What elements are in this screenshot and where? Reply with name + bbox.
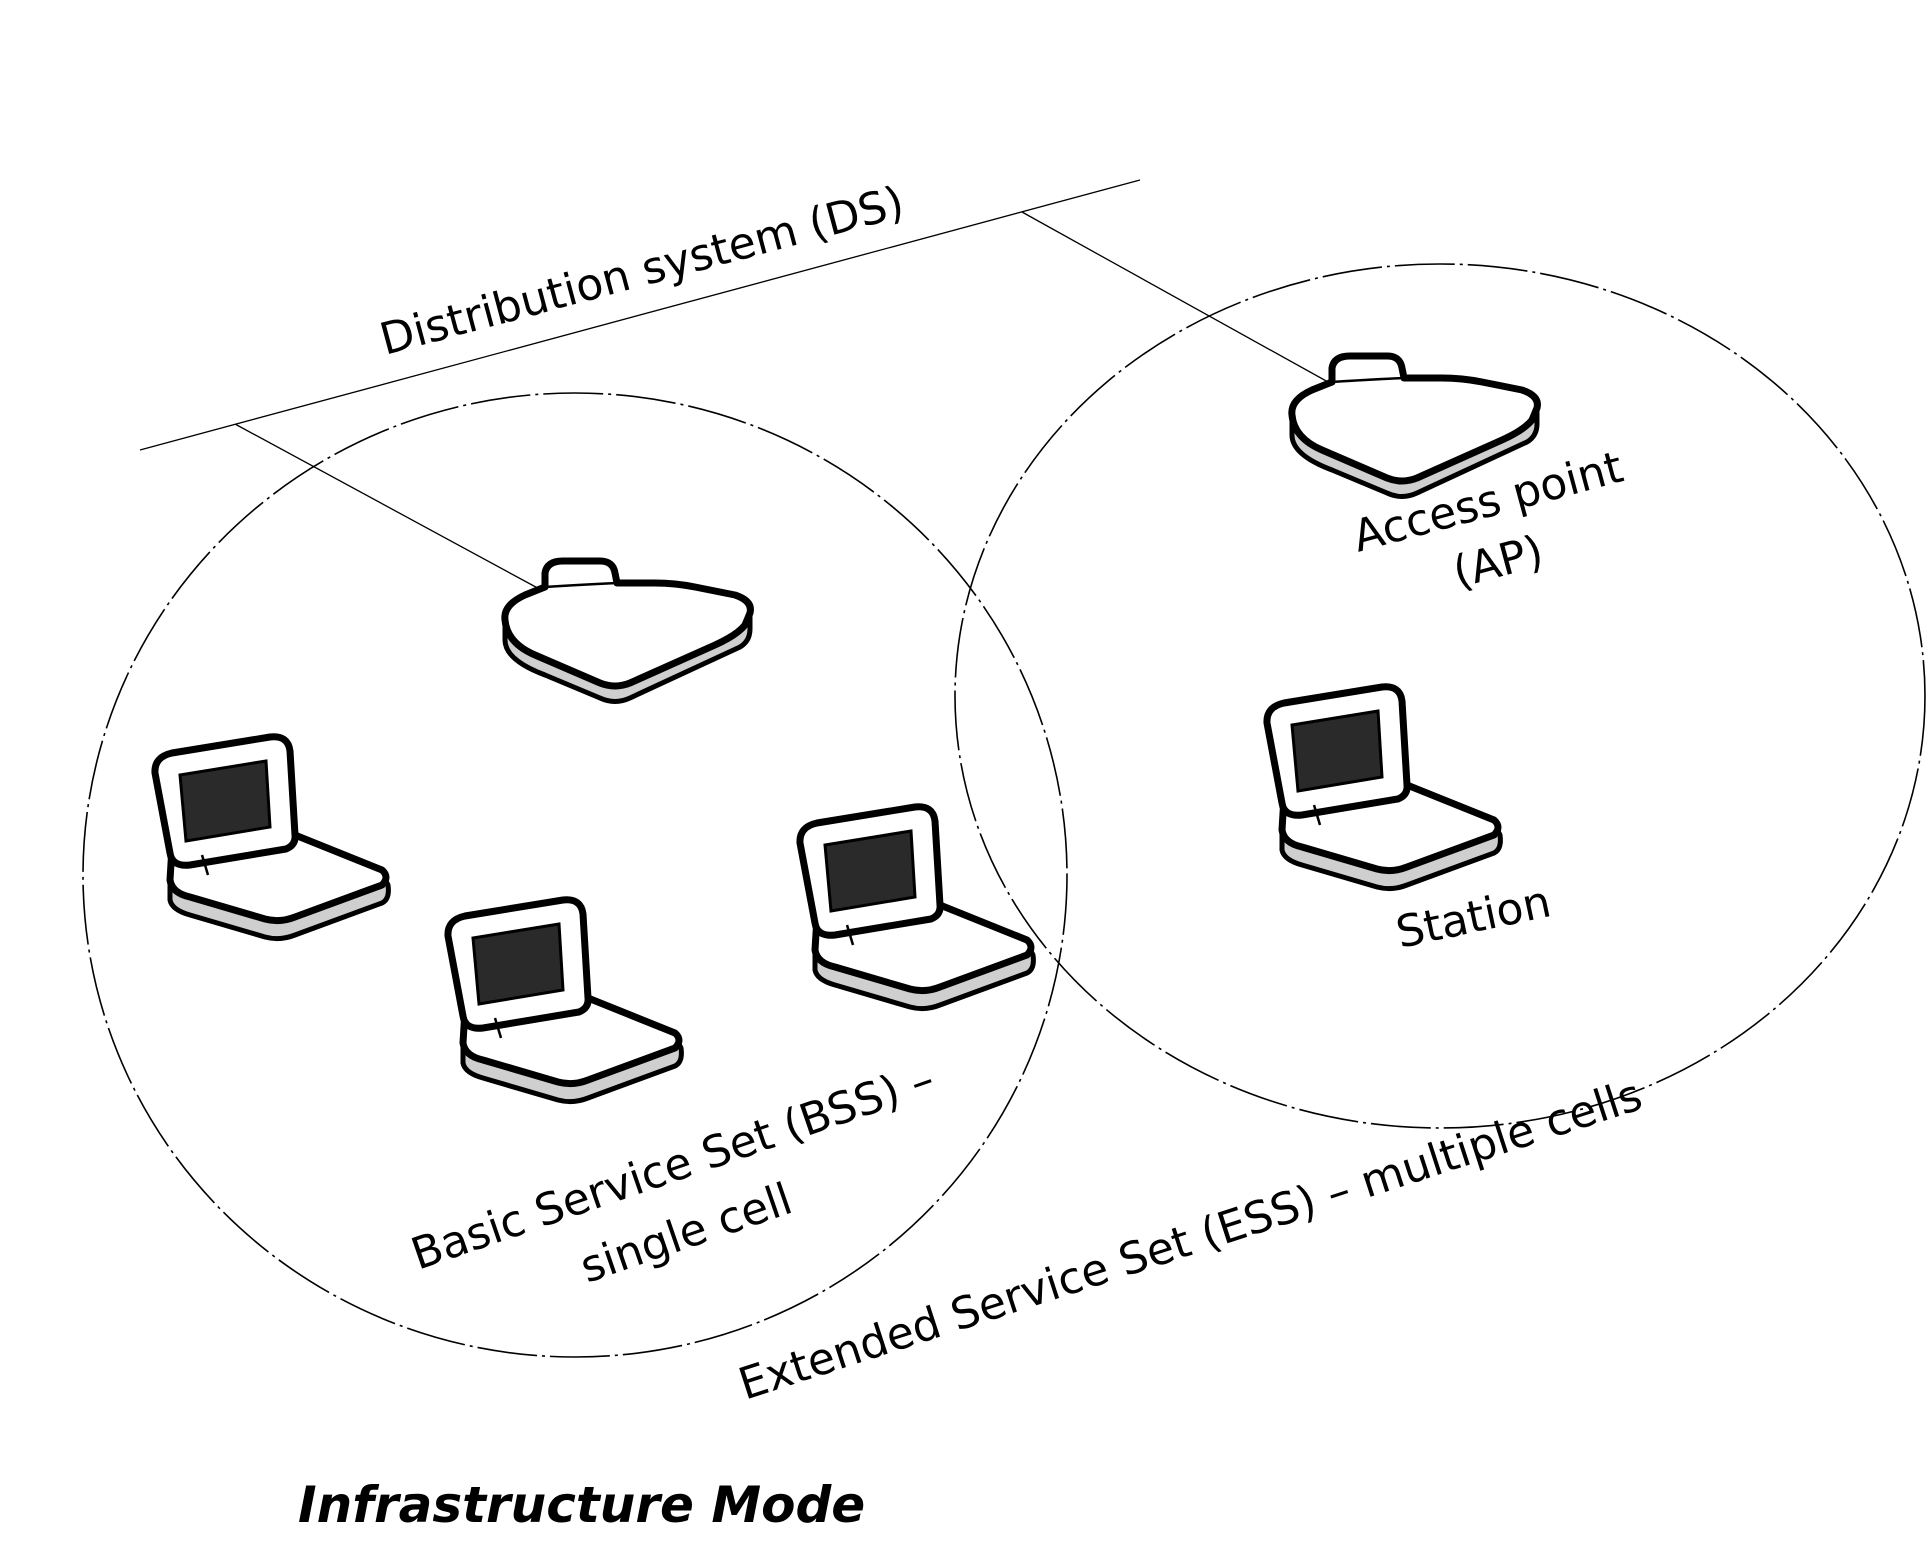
access-point-abbrev-label: (AP) [1448,526,1549,599]
distribution-system-line [139,179,1141,451]
laptop-icon [1267,687,1500,889]
bss-cell-left [82,392,1068,1358]
laptop-icon [448,900,681,1102]
diagram-caption: Infrastructure Mode [298,1476,865,1534]
distribution-system-label: Distribution system (DS) [375,177,910,366]
station-label: Station [1392,876,1556,958]
laptop-icon [800,807,1033,1009]
laptop-icon [155,737,388,939]
access-point-icon [505,561,751,702]
ds-drop-right [1021,211,1329,383]
bss-cell-right [954,263,1926,1129]
ds-drop-left [234,423,546,593]
